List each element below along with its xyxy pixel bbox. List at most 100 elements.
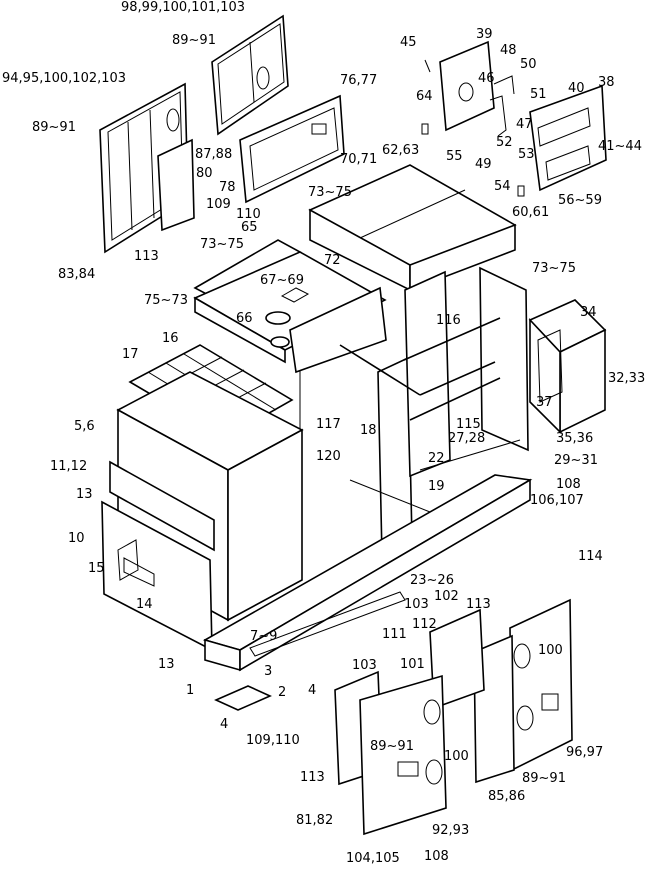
callout-13-b: 13 — [158, 657, 175, 672]
callout-89-91-d: 89~91 — [522, 771, 566, 786]
callout-108-b: 108 — [424, 849, 449, 864]
callout-32-33: 32,33 — [608, 371, 645, 386]
callout-76-77: 76,77 — [340, 73, 377, 88]
callout-37: 37 — [536, 395, 553, 410]
callout-120: 120 — [316, 449, 341, 464]
callout-103-a: 103 — [404, 597, 429, 612]
callout-98-103: 98,99,100,101,103 — [121, 0, 245, 15]
callout-53: 53 — [518, 147, 535, 162]
callout-117: 117 — [316, 417, 341, 432]
callout-116: 116 — [436, 313, 461, 328]
callout-52: 52 — [496, 135, 513, 150]
callout-47: 47 — [516, 117, 533, 132]
callout-64: 64 — [416, 89, 433, 104]
callout-109-110: 109,110 — [246, 733, 300, 748]
callout-110: 110 — [236, 207, 261, 222]
callout-72: 72 — [324, 253, 341, 268]
callout-85-86: 85,86 — [488, 789, 525, 804]
callout-22: 22 — [428, 451, 445, 466]
callout-54: 54 — [494, 179, 511, 194]
callout-60-61: 60,61 — [512, 205, 549, 220]
top-door-panel — [211, 14, 289, 136]
callout-65: 65 — [241, 220, 258, 235]
callout-89-91-a: 89~91 — [172, 33, 216, 48]
callout-17: 17 — [122, 347, 139, 362]
callout-101: 101 — [400, 657, 425, 672]
callout-11-12: 11,12 — [50, 459, 87, 474]
callout-102: 102 — [434, 589, 459, 604]
callout-1: 1 — [186, 683, 194, 698]
callout-23-26: 23~26 — [410, 573, 454, 588]
callout-113-a: 113 — [134, 249, 159, 264]
roof-box — [308, 164, 517, 292]
upper-cover-panel — [239, 94, 345, 204]
callout-75-73: 75~73 — [144, 293, 188, 308]
callout-67-69: 67~69 — [260, 273, 304, 288]
callout-56-59: 56~59 — [558, 193, 602, 208]
callout-89-91-c: 89~91 — [370, 739, 414, 754]
callout-96-97: 96,97 — [566, 745, 603, 760]
callout-48: 48 — [500, 43, 517, 58]
callout-7-9: 7~9 — [250, 629, 277, 644]
callout-113-c: 113 — [300, 770, 325, 785]
callout-34: 34 — [580, 305, 597, 320]
callout-16: 16 — [162, 331, 179, 346]
callout-13-a: 13 — [76, 487, 93, 502]
right-panel-38 — [517, 84, 607, 197]
left-door-panel — [99, 82, 195, 254]
callout-73-75-b: 73~75 — [200, 237, 244, 252]
right-front-door — [429, 598, 573, 784]
callout-100-a: 100 — [538, 643, 563, 658]
callout-78: 78 — [219, 180, 236, 195]
callout-3: 3 — [264, 664, 272, 679]
callout-14: 14 — [136, 597, 153, 612]
callout-104-105: 104,105 — [346, 851, 400, 866]
callout-35-36: 35,36 — [556, 431, 593, 446]
callout-106-107: 106,107 — [530, 493, 584, 508]
callout-114: 114 — [578, 549, 603, 564]
left-front-door — [334, 670, 447, 836]
callout-2: 2 — [278, 685, 286, 700]
callout-83-84: 83,84 — [58, 267, 95, 282]
callout-62-63: 62,63 — [382, 143, 419, 158]
callout-19: 19 — [428, 479, 445, 494]
callout-41-44: 41~44 — [598, 139, 642, 154]
callout-113-b: 113 — [466, 597, 491, 612]
callout-10: 10 — [68, 531, 85, 546]
callout-5-6: 5,6 — [74, 419, 95, 434]
callout-4-b: 4 — [220, 717, 228, 732]
callout-80: 80 — [196, 166, 213, 181]
callout-51: 51 — [530, 87, 547, 102]
callout-108-a: 108 — [556, 477, 581, 492]
callout-66: 66 — [236, 311, 253, 326]
callout-73-75-c: 73~75 — [532, 261, 576, 276]
callout-73-75-a: 73~75 — [308, 185, 352, 200]
callout-55: 55 — [446, 149, 463, 164]
callout-38: 38 — [598, 75, 615, 90]
callout-46: 46 — [478, 71, 495, 86]
callout-4-a: 4 — [308, 683, 316, 698]
callout-39: 39 — [476, 27, 493, 42]
top-cover-65 — [193, 239, 387, 374]
control-panel-39 — [421, 40, 515, 137]
callout-70-71: 70,71 — [340, 152, 377, 167]
callout-40: 40 — [568, 81, 585, 96]
callout-92-93: 92,93 — [432, 823, 469, 838]
callout-111: 111 — [382, 627, 407, 642]
callout-81-82: 81,82 — [296, 813, 333, 828]
frame-structure — [299, 266, 529, 560]
callout-109: 109 — [206, 197, 231, 212]
base-frame — [202, 474, 533, 711]
callout-94-103: 94,95,100,102,103 — [2, 71, 126, 86]
callout-100-b: 100 — [444, 749, 469, 764]
callout-115: 115 — [456, 417, 481, 432]
callout-18: 18 — [360, 423, 377, 438]
side-box-34 — [528, 299, 607, 434]
callout-45: 45 — [400, 35, 417, 50]
callout-labels: 98,99,100,101,103 89~91 45 39 48 50 46 5… — [2, 0, 645, 866]
callout-29-31: 29~31 — [554, 453, 598, 468]
callout-27-28: 27,28 — [448, 431, 485, 446]
callout-15: 15 — [88, 561, 105, 576]
